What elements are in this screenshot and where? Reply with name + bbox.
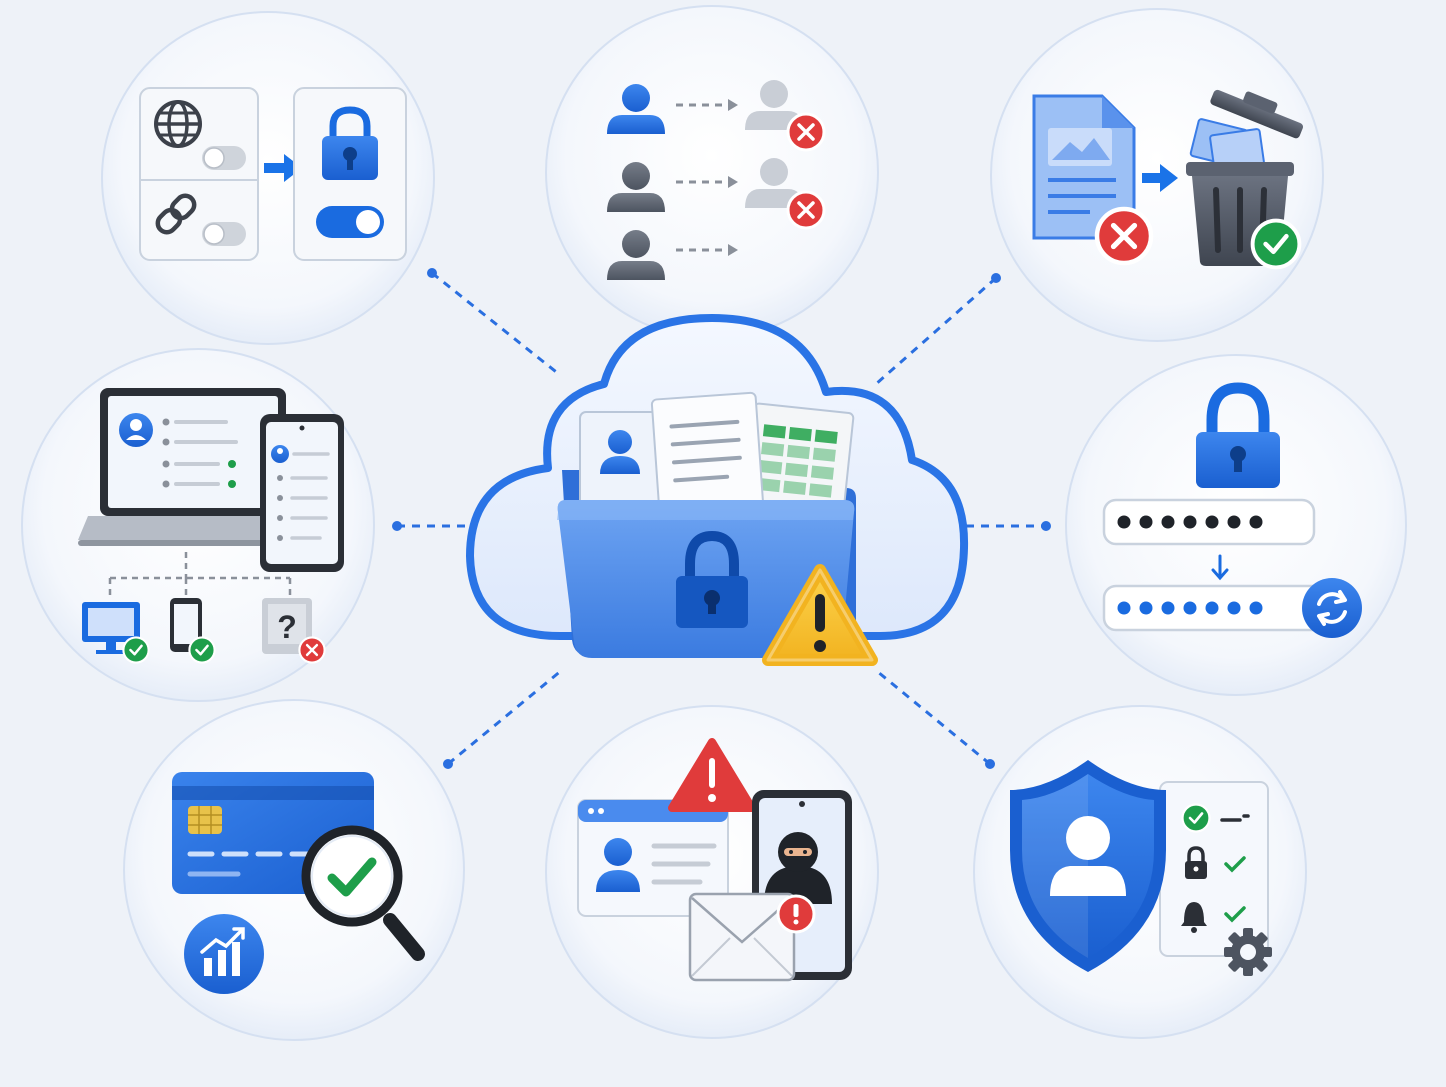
- bell-icon: [1181, 902, 1207, 933]
- phone-icon: [170, 598, 202, 652]
- envelope-icon: [688, 892, 796, 982]
- connector-dots: [392, 268, 1051, 769]
- spreadsheet-icon: [741, 402, 855, 530]
- lock-icon: [1185, 846, 1207, 879]
- toggle-off-icon: [202, 222, 246, 246]
- toggle-on-icon: [316, 206, 384, 238]
- node-phishing-alert: [577, 738, 852, 982]
- monitor-icon: [82, 602, 140, 654]
- check-badge-icon: [188, 636, 216, 664]
- document-icon: [1032, 94, 1136, 240]
- user-icon: [1050, 816, 1126, 896]
- check-icon: [327, 857, 377, 897]
- check-badge-icon: [122, 636, 150, 664]
- x-badge-icon: [786, 190, 826, 230]
- x-badge-icon: [298, 636, 326, 664]
- folder-icon: [557, 391, 856, 658]
- refresh-icon: [1302, 578, 1362, 638]
- link-icon: [155, 193, 197, 235]
- x-badge-icon: [1097, 209, 1151, 263]
- cloud-folder-hub: [466, 314, 969, 666]
- laptop-icon: [78, 388, 308, 546]
- warning-icon: [762, 564, 878, 666]
- lock-icon: [676, 530, 748, 628]
- x-badge-icon: [786, 112, 826, 152]
- node-account-protection: [1010, 760, 1272, 976]
- lock-icon: [322, 106, 378, 180]
- checklist-icon: [1159, 781, 1269, 957]
- gear-icon: [1224, 928, 1272, 976]
- node-password-change: [1102, 382, 1362, 638]
- node-user-access-revoke: [607, 80, 826, 280]
- chart-icon: [184, 914, 264, 994]
- node-billing-check: [172, 772, 425, 994]
- alert-badge-icon: [776, 894, 816, 934]
- svg-text:?: ?: [277, 609, 297, 645]
- globe-icon: [154, 100, 202, 148]
- arrow-right-icon: [1142, 164, 1178, 192]
- check-badge-icon: [1253, 221, 1300, 268]
- unknown-device-icon: ?: [262, 598, 312, 654]
- profile-card-icon: [577, 799, 729, 917]
- dashed-arrow-icon: [676, 103, 728, 252]
- toggle-off-icon: [202, 146, 246, 170]
- node-sharing-settings: [139, 87, 407, 261]
- node-file-deletion: [1032, 89, 1304, 268]
- node-device-management: ?: [78, 388, 344, 664]
- alert-icon: [668, 738, 756, 812]
- lock-icon: [1196, 382, 1280, 488]
- password-field-icon: [1102, 498, 1316, 546]
- connector-lines: [397, 271, 1046, 766]
- magnifier-icon: [301, 825, 425, 961]
- phone-icon: [260, 414, 344, 572]
- password-field-icon: [1102, 584, 1342, 632]
- arrow-down-icon: [1211, 554, 1229, 581]
